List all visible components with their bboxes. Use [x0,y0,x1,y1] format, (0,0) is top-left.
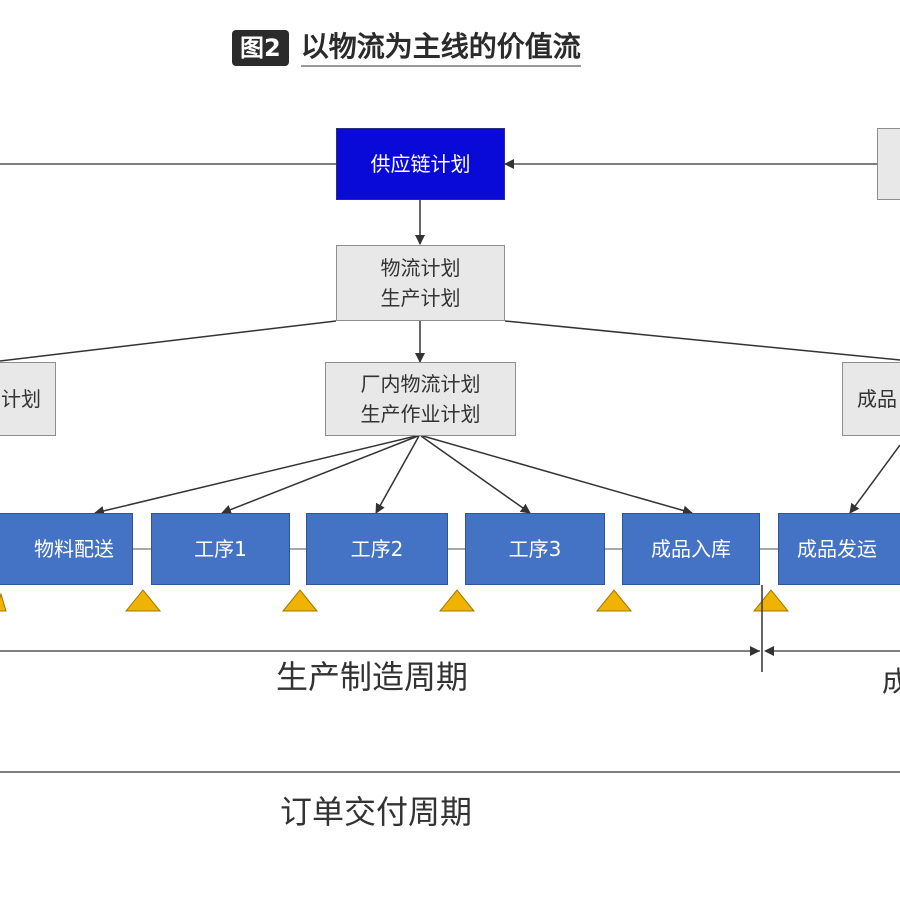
process-step-1: 工序1 [151,513,290,585]
inplant-plan-box: 厂内物流计划 生产作业计划 [325,362,516,436]
right-plan-partial-label: 成品 [857,387,897,411]
figure-title: 图2 以物流为主线的价值流 [232,26,581,70]
supply-chain-plan-box: 供应链计划 [336,128,505,200]
process-step-material-delivery: 物料配送 [0,513,133,585]
plan-to-right-line [504,320,900,361]
inventory-triangle [438,589,476,612]
right-cycle-partial-label: 成 [882,665,900,698]
production-plan-label: 生产计划 [380,286,461,310]
process-step-shipping: 成品发运 [778,513,900,585]
inventory-triangle [124,589,162,612]
figure-badge: 图2 [232,30,289,66]
supply-chain-plan-label: 供应链计划 [370,152,471,176]
left-plan-partial-box: 计划 [0,362,56,436]
figure-title-text: 以物流为主线的价值流 [300,29,581,67]
logistics-production-plan-box: 物流计划 生产计划 [336,245,505,321]
logistics-plan-label: 物流计划 [380,256,461,280]
process-step-2: 工序2 [306,513,448,585]
to-shipping-arrow [849,444,900,514]
to-step3-arrow [420,435,531,514]
to-step1-arrow [221,435,419,515]
to-warehouse-arrow [422,435,693,516]
inventory-triangle-left-edge [0,592,7,612]
to-step2-arrow [375,435,420,514]
inventory-triangle [752,589,790,612]
production-operation-plan-label: 生产作业计划 [360,402,481,426]
to-material-arrow [94,435,417,516]
plan-to-left-line [0,320,337,362]
right-plan-partial-box: 成品 [842,362,900,436]
top-right-partial-box [877,128,900,200]
process-step-3: 工序3 [465,513,605,585]
order-delivery-cycle-label: 订单交付周期 [280,793,473,831]
inventory-triangle [595,589,633,612]
inventory-triangle [281,589,319,612]
manufacturing-cycle-label: 生产制造周期 [276,658,469,696]
inplant-logistics-plan-label: 厂内物流计划 [360,372,481,396]
left-plan-partial-label: 计划 [1,387,41,411]
process-step-warehousing: 成品入库 [622,513,760,585]
